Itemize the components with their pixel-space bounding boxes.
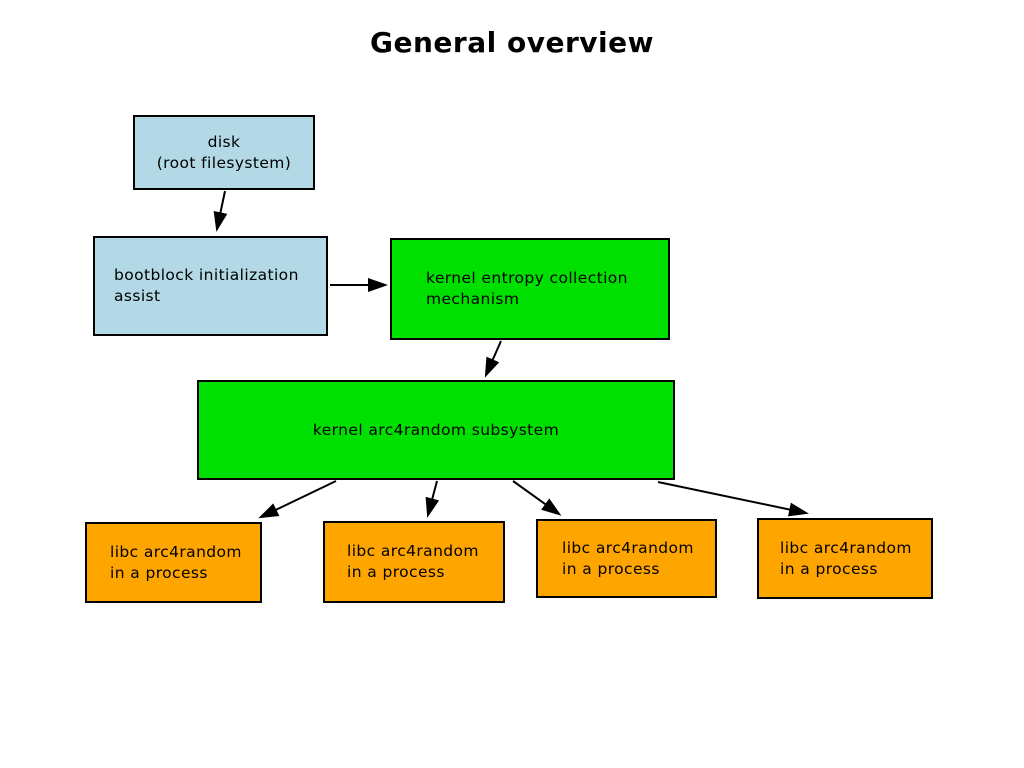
node-disk-line1: disk <box>207 132 241 151</box>
page-title: General overview <box>370 26 654 59</box>
node-libc-arc4random-1: libc arc4random in a process <box>85 522 262 603</box>
node-disk: disk (root filesystem) <box>133 115 315 190</box>
node-libc-arc4random-3: libc arc4random in a process <box>536 519 717 598</box>
node-libc-4-line2: in a process <box>780 559 878 578</box>
node-kernel-entropy-collection: kernel entropy collection mechanism <box>390 238 670 340</box>
node-bootblock-initialization-assist: bootblock initialization assist <box>93 236 328 336</box>
node-libc-2-line2: in a process <box>347 563 445 581</box>
node-entropy-line2: mechanism <box>426 290 520 308</box>
node-subsystem-line1: kernel arc4random subsystem <box>312 420 560 439</box>
node-libc-3-line1: libc arc4random <box>562 538 694 557</box>
node-bootblock-line2: assist <box>114 287 161 305</box>
arrow-subsystem-to-libc-4 <box>657 481 809 517</box>
node-entropy-line1: kernel entropy collection <box>426 269 628 287</box>
node-libc-1-line1: libc arc4random <box>110 542 242 561</box>
node-libc-3-line2: in a process <box>562 559 660 578</box>
node-libc-2-line1: libc arc4random <box>347 542 479 560</box>
arrow-subsystem-to-libc-1 <box>258 480 337 519</box>
node-libc-4-line1: libc arc4random <box>780 538 912 557</box>
node-bootblock-line1: bootblock initialization <box>114 266 299 284</box>
node-libc-arc4random-4: libc arc4random in a process <box>757 518 933 599</box>
node-disk-line2: (root filesystem) <box>156 153 292 172</box>
node-libc-1-line2: in a process <box>110 563 208 582</box>
arrow-entropy-to-subsystem <box>484 340 502 378</box>
arrow-disk-to-bootblock <box>213 190 228 232</box>
node-kernel-arc4random-subsystem: kernel arc4random subsystem <box>197 380 675 480</box>
arrow-subsystem-to-libc-2 <box>425 480 440 518</box>
arrow-subsystem-to-libc-3 <box>512 480 562 516</box>
node-libc-arc4random-2: libc arc4random in a process <box>323 521 505 603</box>
